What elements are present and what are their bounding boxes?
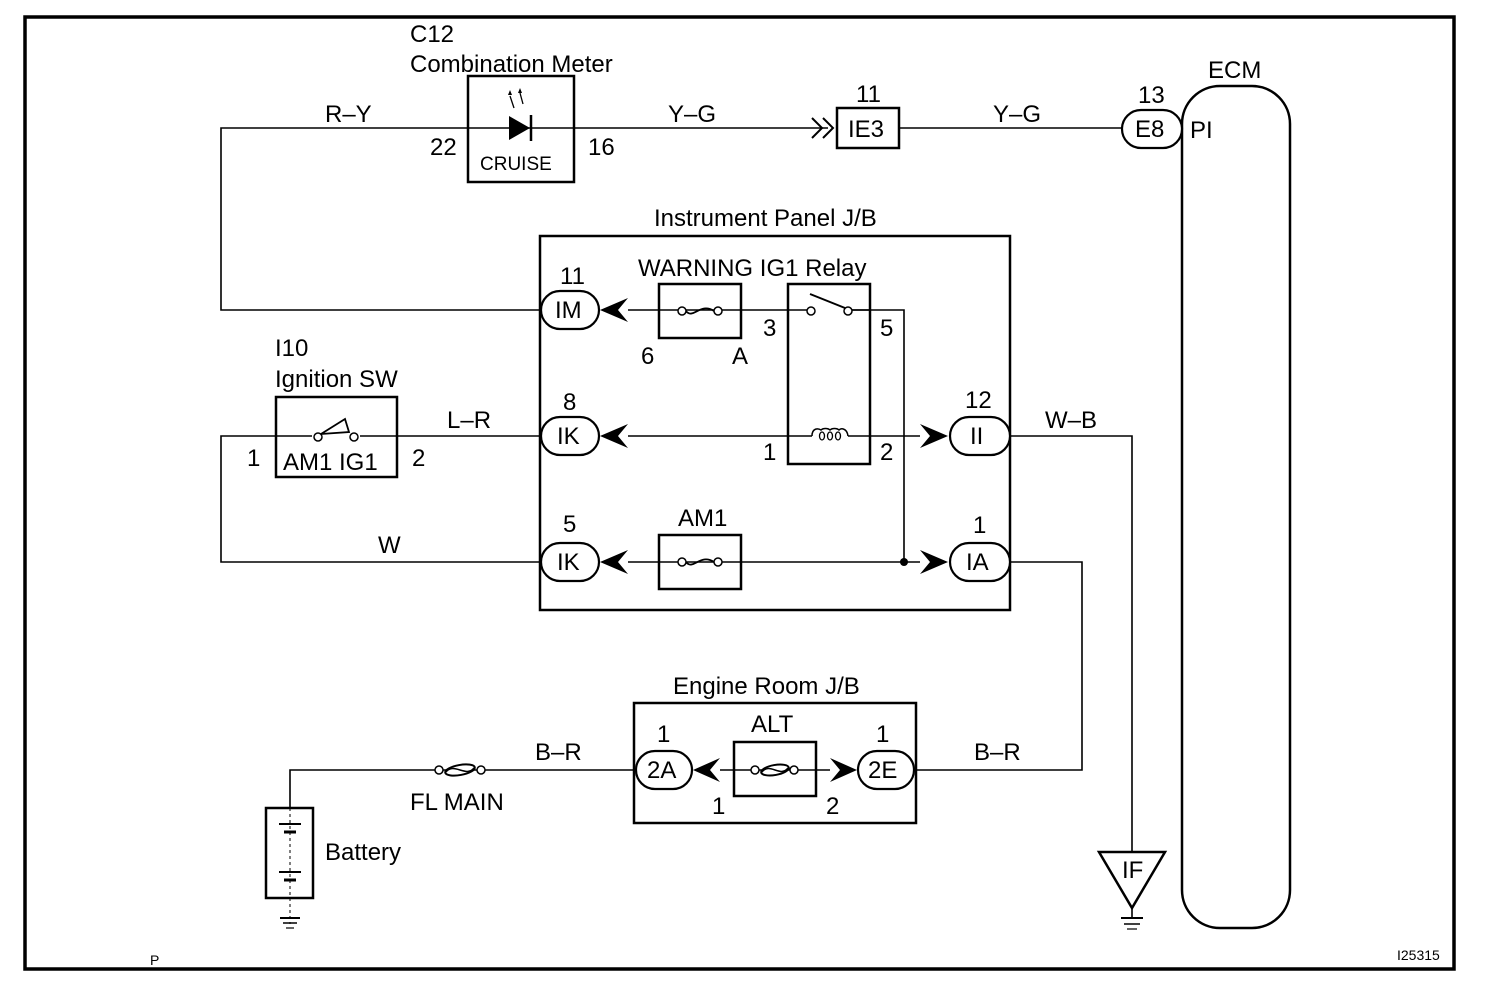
ground-if-label: IF	[1122, 857, 1143, 884]
connector-im	[539, 289, 628, 331]
fuse-icon	[677, 306, 723, 316]
relay-coil-icon	[811, 427, 849, 442]
wire-b-r-2	[914, 561, 1083, 771]
wire-label-y-g-2: Y–G	[993, 101, 1041, 128]
connector-e8-pin: 13	[1138, 82, 1165, 109]
am1-fuse-label: AM1	[678, 505, 727, 532]
alt-pin-1: 1	[712, 793, 725, 820]
wire-w-b	[1010, 435, 1133, 852]
connector-ie3-label: IE3	[848, 116, 884, 143]
figure-id: I25315	[1397, 947, 1440, 963]
connector-ii	[920, 415, 1012, 457]
ignition-switch-icon	[313, 417, 359, 442]
cruise-label: CRUISE	[480, 154, 552, 175]
relay-pin-3: 3	[763, 315, 776, 342]
wire-label-b-r-2: B–R	[974, 739, 1021, 766]
connector-2a-label: 2A	[647, 757, 676, 784]
connector-ia-label: IA	[966, 549, 989, 576]
connector-ik-5-pin: 5	[563, 511, 576, 538]
fl-main-label: FL MAIN	[410, 789, 504, 816]
ignition-sw-name: Ignition SW	[275, 366, 398, 393]
wire-label-l-r: L–R	[447, 407, 491, 434]
meter-pin-16: 16	[588, 134, 615, 161]
wire-label-b-r-1: B–R	[535, 739, 582, 766]
connector-ik-8-label: IK	[557, 423, 580, 450]
wire-label-w-b: W–B	[1045, 407, 1097, 434]
connector-2a	[634, 749, 720, 791]
ground-icon	[280, 917, 300, 929]
ignition-sw-terminals: AM1 IG1	[283, 449, 378, 476]
warning-fuse-box	[657, 282, 743, 340]
ecm-pin-pi: PI	[1190, 117, 1213, 144]
ignition-sw-box	[274, 395, 399, 479]
wire-b-r-1	[289, 769, 636, 808]
junction-dot	[900, 558, 908, 566]
connector-2e	[830, 749, 916, 791]
connector-ie3	[835, 106, 901, 150]
connector-e8-label: E8	[1135, 116, 1164, 143]
led-icon	[508, 88, 533, 141]
meter-pin-22: 22	[430, 134, 457, 161]
ecm-label: ECM	[1208, 57, 1261, 84]
fusible-link-icon	[434, 763, 486, 777]
connector-im-pin: 11	[560, 263, 585, 290]
fusible-link-icon	[750, 763, 799, 777]
connector-ik-8-pin: 8	[563, 389, 576, 416]
meter-code: C12	[410, 21, 454, 48]
alt-fuse-label: ALT	[751, 711, 794, 738]
wire-w	[220, 435, 541, 563]
instrument-panel-jb-box	[538, 234, 1012, 612]
connector-2e-label: 2E	[868, 757, 897, 784]
connector-ie3-arrow-icon	[811, 117, 835, 139]
wire-label-w: W	[378, 532, 401, 559]
alt-fuse-box	[732, 740, 818, 798]
meter-name: Combination Meter	[410, 51, 613, 78]
ground-point-if	[1096, 850, 1168, 911]
ignition-sw-pin-1: 1	[247, 445, 260, 472]
connector-ie3-pin: 11	[856, 81, 881, 108]
connector-ik-5-label: IK	[557, 549, 580, 576]
alt-pin-2: 2	[826, 793, 839, 820]
page-code: P	[150, 952, 159, 968]
ignition-sw-code: I10	[275, 335, 308, 362]
connector-2a-pin: 1	[657, 721, 670, 748]
connector-ik-8	[539, 415, 628, 457]
connector-ii-label: II	[970, 423, 983, 450]
fuse-pin-a: A	[732, 343, 748, 370]
battery-label: Battery	[325, 839, 401, 866]
connector-ii-pin: 12	[965, 387, 992, 414]
connector-2e-pin: 1	[876, 721, 889, 748]
relay-box	[786, 282, 872, 466]
wire-r-y	[220, 127, 541, 311]
ip-jb-label: Instrument Panel J/B	[654, 205, 877, 232]
connector-e8	[1120, 108, 1184, 150]
connector-ik-5	[539, 541, 628, 583]
diagram-frame	[23, 15, 1456, 971]
er-jb-label: Engine Room J/B	[673, 673, 860, 700]
relay-pin-2: 2	[880, 439, 893, 466]
connector-ia-pin: 1	[973, 512, 986, 539]
fuse-icon	[677, 557, 723, 567]
relay-pin-1: 1	[763, 439, 776, 466]
relay-label: WARNING IG1 Relay	[638, 255, 866, 282]
ignition-sw-pin-2: 2	[412, 445, 425, 472]
combination-meter-box	[466, 74, 576, 184]
relay-switch-icon	[806, 293, 870, 316]
ground-icon	[1121, 908, 1143, 930]
relay-pin-5: 5	[880, 315, 893, 342]
ecm-box	[1180, 84, 1292, 930]
fuse-pin-6: 6	[641, 343, 654, 370]
wire-label-r-y: R–Y	[325, 101, 372, 128]
connector-im-label: IM	[555, 297, 582, 324]
wire-label-y-g-1: Y–G	[668, 101, 716, 128]
battery-icon	[279, 808, 301, 924]
connector-ia	[920, 541, 1012, 583]
am1-fuse-box	[657, 533, 743, 591]
engine-room-jb-box	[632, 701, 918, 825]
